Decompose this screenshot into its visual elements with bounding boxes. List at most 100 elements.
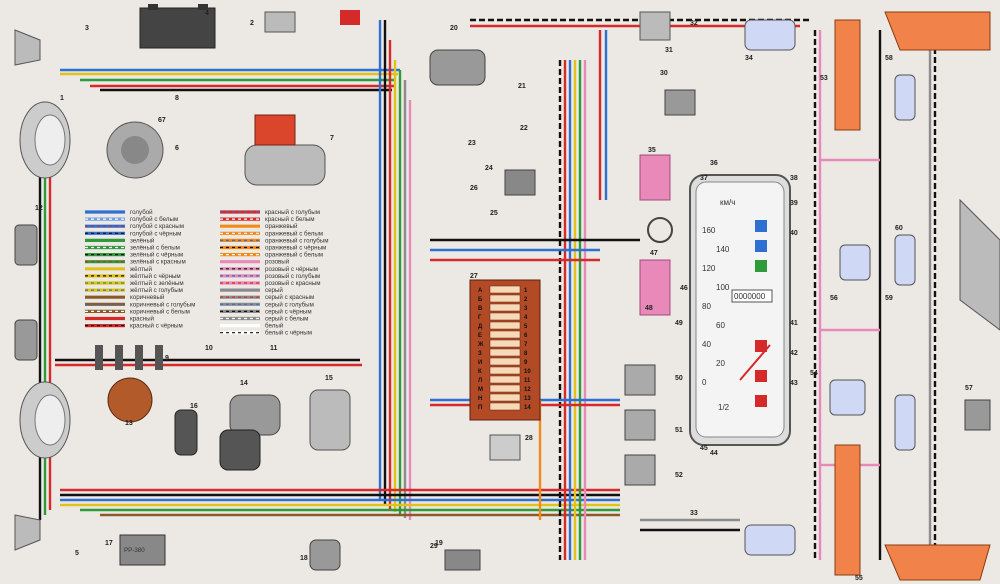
fuse: [489, 393, 521, 402]
component-number: 29: [430, 543, 438, 550]
legend-label: оранжевый с белым: [265, 252, 323, 259]
fuse-number: 7: [524, 342, 528, 348]
fuse-letter: Д: [478, 324, 483, 330]
component-number: 12: [35, 205, 43, 212]
fuse-letter: Б: [478, 297, 483, 303]
legend-label: белый: [265, 323, 284, 330]
legend-label: серый с чёрным: [265, 308, 312, 315]
component-number: 20: [450, 25, 458, 32]
component-number: 37: [700, 175, 708, 182]
component-number: 4: [205, 10, 209, 17]
fuse-letter: А: [478, 288, 483, 294]
component-number: 3: [85, 25, 89, 32]
component-number: 34: [745, 55, 753, 62]
fuse: [489, 375, 521, 384]
legend-label: зелёный с красным: [130, 259, 186, 266]
fuse: [489, 303, 521, 312]
fuse-letter: Г: [478, 315, 482, 321]
component-number: 19: [435, 540, 443, 547]
legend-label: оранжевый с чёрным: [265, 245, 326, 252]
rear-lamp-top: [884, 11, 991, 51]
component-number: 59: [885, 295, 893, 302]
component-number: 41: [790, 320, 798, 327]
component-number: 10: [205, 345, 213, 352]
component-number: 47: [650, 250, 658, 257]
fuse-letter: Н: [478, 396, 482, 402]
legend-label: розовый с голубым: [265, 273, 320, 280]
component-number: 55: [855, 575, 863, 582]
legend-label: голубой с чёрным: [130, 230, 181, 237]
component-number: 25: [490, 210, 498, 217]
legend-label: розовый с красным: [265, 280, 321, 287]
component-number: 9: [165, 355, 169, 362]
fuse-letter: Ж: [477, 342, 484, 348]
rear-lights: [744, 11, 1000, 581]
legend-label: белый с чёрным: [265, 330, 312, 337]
speed-label: 100: [716, 283, 730, 292]
side-lamp-left-2: [14, 319, 38, 361]
component-number: 36: [710, 160, 718, 167]
legend-label: серый: [265, 287, 283, 294]
fuse-number: 13: [524, 396, 531, 402]
fuse-letter: П: [478, 405, 482, 411]
fuse-number: 6: [524, 333, 528, 339]
component-number: 22: [520, 125, 528, 132]
fuse-number: 5: [524, 324, 528, 330]
side-lamp-left-1: [14, 224, 38, 266]
legend-label: коричневый: [130, 294, 165, 301]
speed-label: 60: [716, 321, 725, 330]
wire-harness: [38, 18, 937, 560]
legend-label: голубой с красным: [130, 223, 184, 230]
component-number: 26: [470, 185, 478, 192]
component-number: 30: [660, 70, 668, 77]
legend-label: зелёный с белым: [130, 245, 180, 252]
speed-label: 160: [702, 226, 716, 235]
fuse: [489, 357, 521, 366]
component-number: 51: [675, 427, 683, 434]
legend-label: жёлтый с чёрным: [130, 273, 181, 280]
switches: [624, 154, 671, 486]
component-number: 48: [645, 305, 653, 312]
fuse: [489, 285, 521, 294]
legend-label: розовый с чёрным: [265, 266, 318, 273]
component-number: 15: [325, 375, 333, 382]
odometer: 0000000: [734, 292, 766, 301]
component-number: 18: [300, 555, 308, 562]
fuse-number: 2: [524, 297, 528, 303]
speed-unit: км/ч: [720, 198, 735, 207]
side-marker-bottom: [834, 444, 861, 576]
alternator: [106, 121, 164, 179]
legend-label: голубой с белым: [130, 216, 178, 223]
legend-label: серый с белым: [265, 316, 308, 323]
heater-motor: [309, 389, 351, 451]
component-number: 53: [820, 75, 828, 82]
component-number: 45: [700, 445, 708, 452]
component-number: 14: [240, 380, 248, 387]
rear-lamp-bottom: [884, 544, 991, 581]
component-number: 56: [830, 295, 838, 302]
component-number: 42: [790, 350, 798, 357]
fuse: [489, 366, 521, 375]
legend-label: жёлтый с голубым: [130, 287, 183, 294]
fuse: [489, 312, 521, 321]
fuse-letter: М: [478, 387, 483, 393]
fuse-number: 12: [524, 387, 531, 393]
component-number: 38: [790, 175, 798, 182]
legend-label: жёлтый: [130, 266, 152, 273]
fuse: [489, 348, 521, 357]
fuse: [489, 402, 521, 411]
fuse-letter: Л: [478, 378, 482, 384]
component-number: 17: [105, 540, 113, 547]
component-number: 2: [250, 20, 254, 27]
component-number: 5: [75, 550, 79, 557]
component-number: 60: [895, 225, 903, 232]
component-number: 8: [175, 95, 179, 102]
component-number: 7: [330, 135, 334, 142]
legend-label: оранжевый: [265, 223, 298, 230]
component-number: 21: [518, 83, 526, 90]
legend-label: серый с красным: [265, 294, 314, 301]
